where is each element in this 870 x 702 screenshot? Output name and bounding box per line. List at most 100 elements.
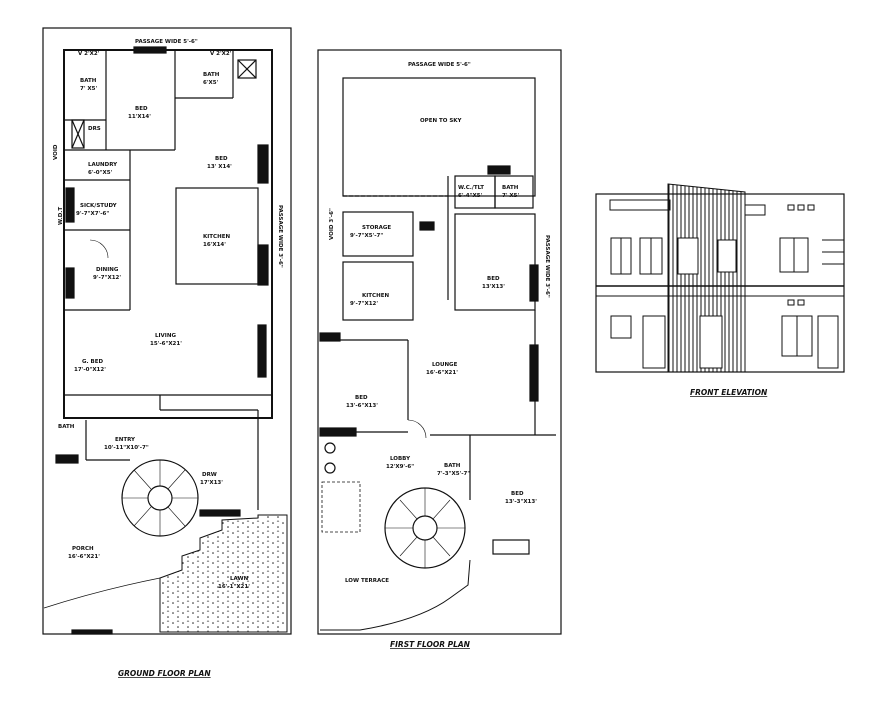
window <box>529 344 539 402</box>
bed-label: BED <box>511 491 524 497</box>
bed-walls <box>454 213 536 311</box>
parapet <box>609 199 671 211</box>
passage-right-label: PASSAGE WIDE 3'-6" <box>544 235 550 298</box>
bed-size: 13' X14' <box>207 164 232 170</box>
living-size: 15'-6"X21' <box>150 341 182 347</box>
storage-label: STORAGE <box>362 225 391 231</box>
bed-size: 11'X14' <box>128 114 151 120</box>
lounge-size: 16'-6"X21' <box>426 370 458 376</box>
front-elevation-title: FRONT ELEVATION <box>690 388 768 397</box>
toilet-walls <box>454 175 496 209</box>
sick-study-size: 9'-7"X7'-6" <box>76 211 109 217</box>
plant-symbol <box>324 462 336 474</box>
bath-size: 7' X5' <box>502 193 519 199</box>
door <box>699 315 723 369</box>
guest-bed-label: G. BED <box>82 359 103 365</box>
plot-boundary <box>317 49 562 635</box>
guest-bed-size: 17'-0"X12' <box>74 367 106 373</box>
window <box>55 454 79 464</box>
dining-label: DINING <box>96 267 119 273</box>
door <box>817 315 839 369</box>
void-label: VOID <box>53 144 59 160</box>
storage-size: 9'-7"X5'-7" <box>350 233 383 239</box>
bed-size: 13'-6"X13' <box>346 403 378 409</box>
open-to-sky <box>342 77 536 197</box>
vent <box>787 299 795 306</box>
exterior-wall <box>63 49 273 419</box>
vent <box>797 299 805 306</box>
bath-size: 7'-3"X5'-7" <box>437 471 470 477</box>
kitchen-walls <box>342 261 414 321</box>
bath-label: BATH <box>80 78 97 84</box>
balcony <box>492 539 530 555</box>
ventilator-label: V 2'X2' <box>210 51 232 57</box>
passage-top-label: PASSAGE WIDE 5'-6" <box>408 62 471 68</box>
lounge-label: LOUNGE <box>432 362 458 368</box>
window <box>487 165 511 175</box>
parapet <box>744 204 766 216</box>
bed-label: BED <box>215 156 228 162</box>
living-label: LIVING <box>155 333 176 339</box>
window <box>677 237 699 275</box>
ground-floor-labels: PASSAGE WIDE 5'-6" V 2'X2' V 2'X2' 5'-6"… <box>53 39 283 678</box>
first-floor-plan <box>317 49 562 635</box>
drw-size: 17'X13' <box>200 480 223 486</box>
vent <box>787 204 795 211</box>
window <box>529 264 539 302</box>
dress-cabinet <box>71 119 85 149</box>
bed-label: BED <box>135 106 148 112</box>
door-swing <box>89 239 109 259</box>
front-elevation <box>595 183 845 373</box>
porch-size: 16'-6"X21' <box>68 554 100 560</box>
vent <box>807 204 815 211</box>
ventilator-label: V 2'X2' <box>78 51 100 57</box>
kitchen-size: 16'X14' <box>203 242 226 248</box>
passage-top-label: PASSAGE WIDE 5'-6" <box>135 39 198 45</box>
drw-label: DRW <box>202 472 217 478</box>
window <box>65 187 75 223</box>
storage-walls <box>342 211 414 257</box>
lawn-label: LAWN <box>230 576 249 582</box>
window <box>319 427 357 437</box>
window <box>419 221 435 231</box>
shaft <box>237 59 257 79</box>
bath-label: BATH <box>203 72 220 78</box>
window <box>319 332 341 342</box>
window <box>71 629 113 635</box>
window <box>717 239 737 273</box>
railing <box>321 481 361 533</box>
laundry-size: 6'-0"X5' <box>88 170 113 176</box>
dining-size: 9'-7"X12' <box>93 275 121 281</box>
plot-boundary <box>42 27 292 635</box>
door-swing <box>407 419 427 439</box>
window <box>257 324 267 378</box>
terrace-curve <box>320 559 471 631</box>
kitchen-size: 9'-7"X12' <box>350 301 378 307</box>
bath-size: 6'X5' <box>203 80 219 86</box>
laundry-label: LAUNDRY <box>88 162 118 168</box>
bed-label: BED <box>487 276 500 282</box>
lobby-label: LOBBY <box>390 456 411 462</box>
first-floor-labels: PASSAGE WIDE 5'-6" OPEN TO SKY VOID 3'-6… <box>329 62 550 649</box>
dress-label: DRS <box>88 126 101 132</box>
window <box>133 46 167 54</box>
void-label: VOID 3'-6" <box>329 208 335 240</box>
dimension-label: 5'-6" <box>138 49 153 55</box>
window <box>199 509 241 517</box>
window <box>65 267 75 299</box>
toilet-size: 6'-4"X5' <box>458 193 483 199</box>
ground-floor-plan <box>42 27 292 635</box>
plant-symbol <box>324 442 336 454</box>
window <box>610 315 632 339</box>
bath-size: 7' X5' <box>80 86 97 92</box>
window <box>257 144 269 184</box>
entry-label: ENTRY <box>115 437 136 443</box>
lawn-size: 16'-1"X21' <box>218 584 250 590</box>
kitchen-label: KITCHEN <box>203 234 230 240</box>
terrace-label: LOW TERRACE <box>345 578 389 584</box>
kitchen-walls <box>175 187 259 285</box>
toilet-label: W.C./TLT <box>458 185 484 191</box>
lawn-area <box>159 514 288 633</box>
spiral-staircase <box>121 459 199 537</box>
